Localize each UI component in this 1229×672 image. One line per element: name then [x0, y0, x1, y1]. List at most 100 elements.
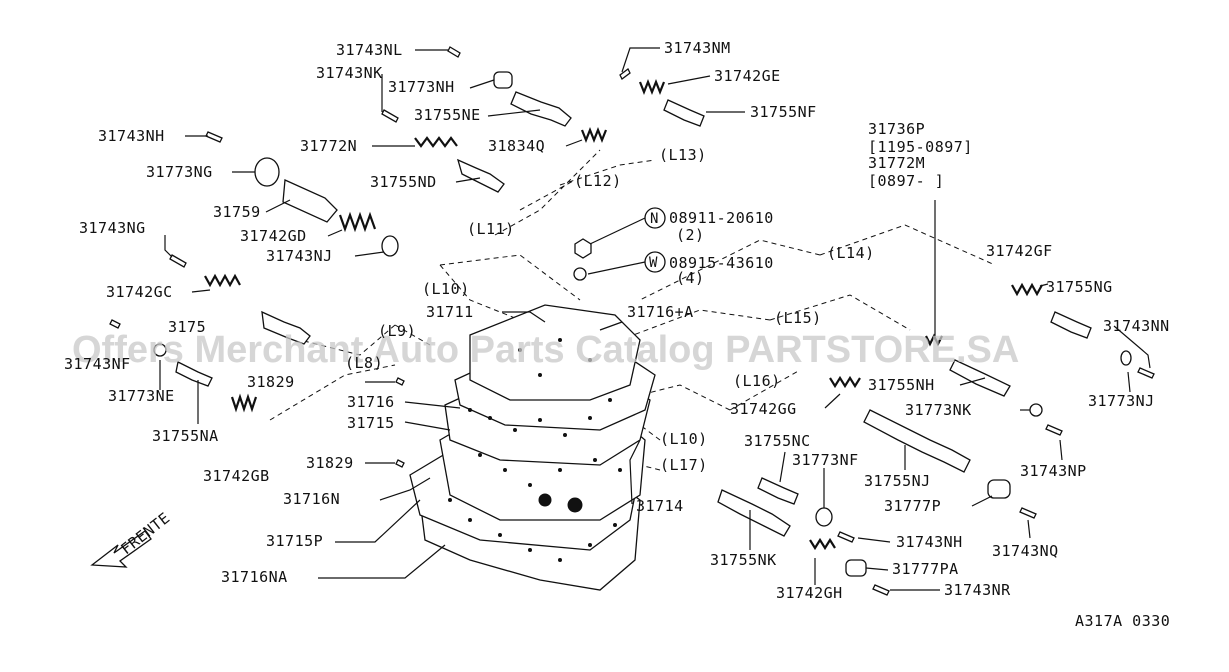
- washer-quantity: (4): [676, 269, 705, 287]
- washer-icon: [573, 267, 587, 281]
- label-31743NH-top: 31743NH: [98, 127, 165, 145]
- front-direction-arrow: FRENTE: [90, 509, 174, 568]
- label-31742GE: 31742GE: [714, 67, 781, 85]
- label-31743NK: 31743NK: [316, 64, 383, 82]
- label-31834Q: 31834Q: [488, 137, 545, 155]
- label-31755NK: 31755NK: [710, 551, 777, 569]
- label-31715P: 31715P: [266, 532, 323, 550]
- label-31714: 31714: [636, 497, 684, 515]
- pin-31743NK: [381, 109, 399, 123]
- label-31755NA: 31755NA: [152, 427, 219, 445]
- leader-L11: (L11): [467, 220, 515, 238]
- retainer-pins: [109, 46, 1155, 596]
- label-31743NM: 31743NM: [664, 39, 731, 57]
- label-31716A: 31716+A: [627, 303, 694, 321]
- nut-quantity: (2): [676, 226, 705, 244]
- spring-31772N: [414, 136, 458, 148]
- leader-L10-upper: (L10): [422, 280, 470, 298]
- valves-and-plugs: [153, 71, 1132, 577]
- label-31773NJ: 31773NJ: [1088, 392, 1155, 410]
- label-31743NN: 31743NN: [1103, 317, 1170, 335]
- leader-L16: (L16): [733, 372, 781, 390]
- springs: [204, 79, 1043, 551]
- label-31755NC: 31755NC: [744, 432, 811, 450]
- label-31773NG: 31773NG: [146, 163, 213, 181]
- label-31755ND: 31755ND: [370, 173, 437, 191]
- solid-leader-lines: [159, 47, 1151, 591]
- label-31742GB: 31742GB: [203, 467, 270, 485]
- label-31759: 31759: [213, 203, 261, 221]
- label-31755NJ: 31755NJ: [864, 472, 931, 490]
- spring-31742GH: [809, 537, 836, 551]
- plate-holes: [448, 338, 622, 562]
- pin-31743NQ: [1019, 507, 1037, 519]
- leader-L9: (L9): [378, 322, 416, 340]
- spring-31742GG: [829, 375, 861, 389]
- label-31716NA: 31716NA: [221, 568, 288, 586]
- spring-31742GC: [204, 273, 241, 288]
- leader-codes: (L8) (L9) (L10) (L11) (L12) (L13) (L14) …: [345, 146, 875, 474]
- label-31742GC: 31742GC: [106, 283, 173, 301]
- sleeve-31759: [282, 179, 338, 223]
- part-labels: 31743NL 31743NK 31773NH 31755NE 31743NM …: [64, 39, 1170, 602]
- hardware-symbols: N W: [573, 207, 666, 281]
- label-31829-a: 31829: [247, 373, 295, 391]
- valve-31755ND: [456, 158, 505, 193]
- valve-31755NH: [949, 359, 1011, 397]
- pin-31829-b: [395, 459, 405, 468]
- valve-31755NC-left: [261, 310, 311, 345]
- nut-icon: [574, 238, 592, 259]
- diagram-code: A317A 0330: [1075, 612, 1170, 630]
- pin-31743NF: [109, 319, 121, 329]
- plug-31773NH: [493, 71, 513, 89]
- label-31773NH: 31773NH: [388, 78, 455, 96]
- plug-31777PA: [845, 559, 867, 577]
- label-31742GD: 31742GD: [240, 227, 307, 245]
- leader-L13: (L13): [659, 146, 707, 164]
- upper-valve-body: [469, 304, 641, 401]
- leader-L12: (L12): [574, 172, 622, 190]
- label-31743NF: 31743NF: [64, 355, 131, 373]
- label-31742GG: 31742GG: [730, 400, 797, 418]
- plug-31773NF: [815, 507, 833, 527]
- nut-symbol: N: [650, 211, 658, 227]
- plug-31777P: [987, 479, 1011, 499]
- supersession-line-2: [1195-0897]: [868, 138, 973, 156]
- label-31743NR: 31743NR: [944, 581, 1011, 599]
- pin-31743NL: [447, 46, 461, 58]
- washer-part-number: 08915-43610: [669, 254, 774, 272]
- valve-31755NG: [1050, 311, 1092, 339]
- label-31755NC-left: 3175: [168, 318, 206, 336]
- washer-symbol: W: [649, 255, 658, 271]
- label-31777PA: 31777PA: [892, 560, 959, 578]
- plug-31773NE: [153, 343, 167, 357]
- spring-31742GD: [338, 211, 377, 233]
- spring-31742GF: [1011, 282, 1043, 297]
- label-31716: 31716: [347, 393, 395, 411]
- leader-L8: (L8): [345, 354, 383, 372]
- label-31773NK: 31773NK: [905, 401, 972, 419]
- leader-L10-lower: (L10): [660, 430, 708, 448]
- spring-31742GE: [638, 79, 666, 95]
- valve-body-stack: [409, 304, 656, 591]
- pin-31743NP: [1045, 424, 1063, 436]
- plug-31743NJ: [381, 235, 399, 257]
- label-31711: 31711: [426, 303, 474, 321]
- leader-L14: (L14): [827, 244, 875, 262]
- pin-31829-a: [395, 377, 405, 386]
- label-31743NG: 31743NG: [79, 219, 146, 237]
- plug-31773NJ: [1120, 350, 1132, 366]
- leader-L15: (L15): [774, 309, 822, 327]
- leader-L17: (L17): [660, 456, 708, 474]
- label-31773NE: 31773NE: [108, 387, 175, 405]
- hardware-callouts: 08911-20610 (2) 08915-43610 (4): [587, 209, 774, 287]
- label-31715: 31715: [347, 414, 395, 432]
- label-31755NF: 31755NF: [750, 103, 817, 121]
- supersession-line-4: [0897- ]: [868, 172, 944, 190]
- label-31743NH-bottom: 31743NH: [896, 533, 963, 551]
- plug-31773NK: [1029, 403, 1043, 417]
- valve-31755NC: [757, 477, 799, 505]
- supersession-line-3: 31772M: [868, 154, 925, 172]
- label-31829-b: 31829: [306, 454, 354, 472]
